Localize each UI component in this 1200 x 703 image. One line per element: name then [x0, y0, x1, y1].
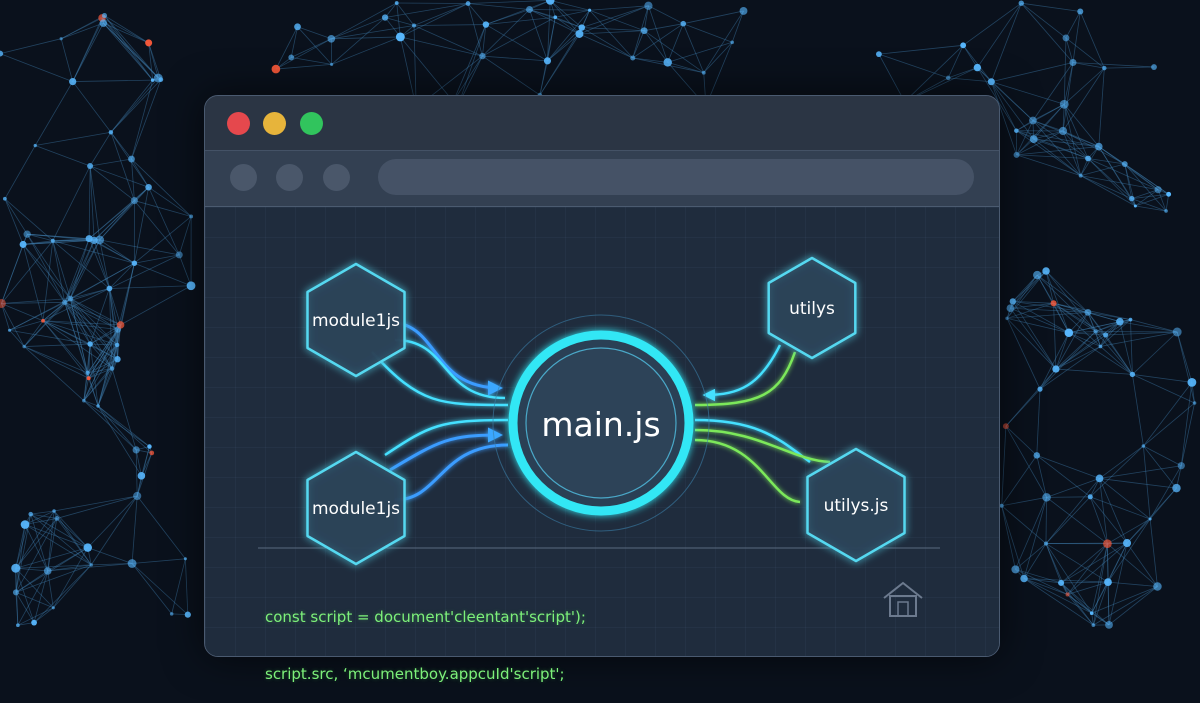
node-utils-top-right[interactable]: utilys [769, 258, 856, 358]
node-label: utilys.js [824, 496, 889, 516]
node-label: utilys [789, 299, 835, 319]
central-node[interactable]: main.js [493, 315, 709, 531]
code-snippet: const script = document'cleentant'script… [265, 570, 586, 703]
connection-line [705, 345, 780, 395]
center-label: main.js [541, 405, 660, 444]
node-module-top-left[interactable]: module1js [308, 264, 405, 376]
module-diagram: main.js module1js module1js utilys utilys.j… [0, 0, 1200, 630]
node-utils-bottom-right[interactable]: utilys.js [808, 449, 905, 561]
connection-line [395, 445, 508, 500]
code-line-1: const script = document'cleentant'script… [265, 608, 586, 627]
connection-line [695, 352, 795, 405]
node-label: module1js [312, 311, 400, 331]
house-icon [880, 578, 926, 618]
connection-line [695, 430, 830, 462]
connection-line [385, 420, 508, 455]
node-label: module1js [312, 499, 400, 519]
code-line-2: script.src, ‘mcumentboy.appcuId'script'; [265, 665, 586, 684]
